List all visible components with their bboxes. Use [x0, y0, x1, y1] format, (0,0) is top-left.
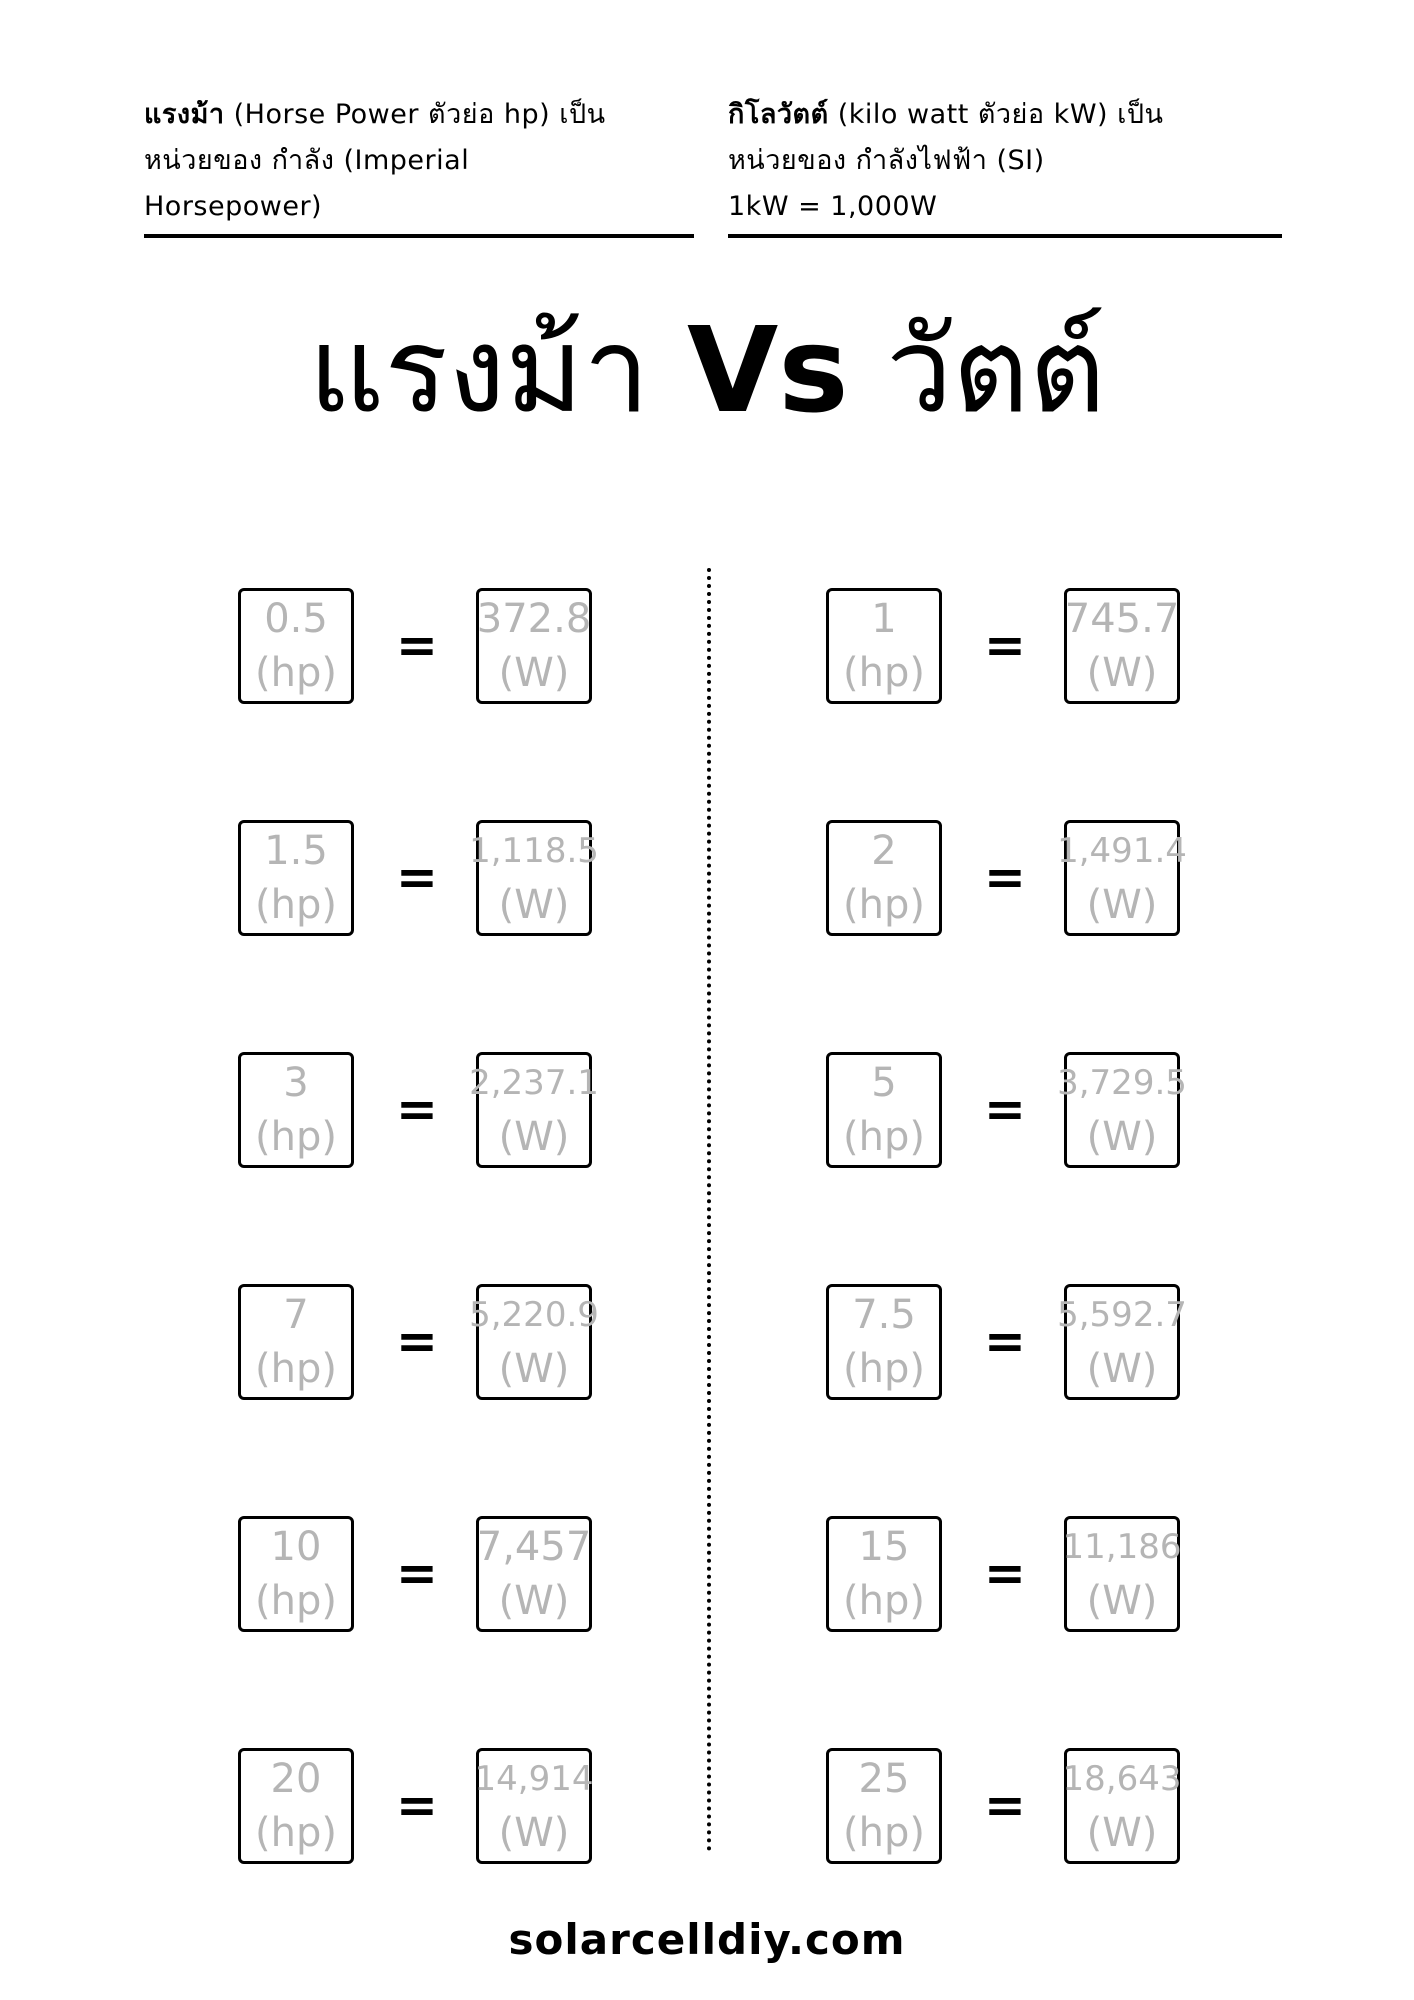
- hp-unit: (hp): [255, 1346, 337, 1392]
- hp-value-box: 5 (hp): [826, 1052, 942, 1168]
- watt-value-box: 14,914 (W): [474, 1748, 594, 1864]
- hp-value: 1.5: [264, 828, 328, 874]
- hp-value-box: 1 (hp): [826, 588, 942, 704]
- watt-unit: (W): [1086, 650, 1158, 696]
- hp-value: 0.5: [264, 596, 328, 642]
- equals-sign: =: [396, 1544, 438, 1602]
- hp-value-box: 3 (hp): [238, 1052, 354, 1168]
- hp-value-box: 7.5 (hp): [826, 1284, 942, 1400]
- watt-value: 18,643: [1062, 1759, 1182, 1799]
- watt-unit: (W): [498, 650, 570, 696]
- equals-sign: =: [984, 848, 1026, 906]
- hp-value-box: 1.5 (hp): [238, 820, 354, 936]
- watt-value: 7,457: [476, 1524, 592, 1570]
- hp-value-box: 15 (hp): [826, 1516, 942, 1632]
- hp-value: 20: [270, 1756, 322, 1802]
- header-right-line2: หน่วยของ กำลังไฟฟ้า (SI): [728, 145, 1045, 176]
- watt-value: 1,118.5: [469, 831, 599, 871]
- hp-value: 25: [858, 1756, 910, 1802]
- equals-sign: =: [984, 1544, 1026, 1602]
- hp-unit: (hp): [255, 1578, 337, 1624]
- equals-sign: =: [396, 1312, 438, 1370]
- watt-value-box: 3,729.5 (W): [1057, 1052, 1187, 1168]
- watt-unit: (W): [498, 1114, 570, 1160]
- equals-sign: =: [984, 616, 1026, 674]
- hp-value: 3: [283, 1060, 309, 1106]
- hp-value-box: 7 (hp): [238, 1284, 354, 1400]
- hp-unit: (hp): [255, 1810, 337, 1856]
- header-left-rule: [144, 234, 694, 238]
- watt-unit: (W): [498, 1578, 570, 1624]
- header-left-line1: แรงม้า (Horse Power ตัวย่อ hp) เป็น: [144, 99, 606, 130]
- equals-sign: =: [984, 1080, 1026, 1138]
- equals-sign: =: [396, 848, 438, 906]
- watt-value: 3,729.5: [1057, 1063, 1187, 1103]
- header-right: กิโลวัตต์ (kilo watt ตัวย่อ kW) เป็น หน่…: [728, 92, 1282, 238]
- hp-unit: (hp): [255, 650, 337, 696]
- hp-unit: (hp): [843, 1578, 925, 1624]
- header-left-line2: หน่วยของ กำลัง (Imperial: [144, 145, 470, 176]
- hp-unit: (hp): [843, 1346, 925, 1392]
- header-right-rule: [728, 234, 1282, 238]
- hp-value: 5: [871, 1060, 897, 1106]
- header-left-line3: Horsepower): [144, 191, 323, 222]
- hp-unit: (hp): [843, 1810, 925, 1856]
- hp-value: 15: [858, 1524, 910, 1570]
- watt-value: 1,491.4: [1057, 831, 1187, 871]
- hp-value: 1: [871, 596, 897, 642]
- hp-unit: (hp): [843, 882, 925, 928]
- equals-sign: =: [984, 1312, 1026, 1370]
- watt-value: 5,220.9: [469, 1295, 599, 1335]
- watt-value: 745.7: [1064, 596, 1180, 642]
- hp-value: 2: [871, 828, 897, 874]
- header-left: แรงม้า (Horse Power ตัวย่อ hp) เป็น หน่ว…: [144, 92, 694, 238]
- header-right-line1: กิโลวัตต์ (kilo watt ตัวย่อ kW) เป็น: [728, 99, 1164, 130]
- hp-unit: (hp): [255, 882, 337, 928]
- hp-unit: (hp): [255, 1114, 337, 1160]
- hp-unit: (hp): [843, 650, 925, 696]
- watt-value-box: 1,491.4 (W): [1057, 820, 1187, 936]
- page-title: แรงม้า Vs วัตต์: [308, 301, 1106, 439]
- hp-value: 7: [283, 1292, 309, 1338]
- hp-value-box: 25 (hp): [826, 1748, 942, 1864]
- watt-value-box: 745.7 (W): [1064, 588, 1180, 704]
- watt-value: 2,237.1: [469, 1063, 599, 1103]
- watt-unit: (W): [1086, 882, 1158, 928]
- hp-value: 10: [270, 1524, 322, 1570]
- watt-value-box: 5,592.7 (W): [1057, 1284, 1187, 1400]
- hp-unit: (hp): [843, 1114, 925, 1160]
- watt-value-box: 372.8 (W): [476, 588, 592, 704]
- equals-sign: =: [396, 1776, 438, 1834]
- watt-value-box: 18,643 (W): [1062, 1748, 1182, 1864]
- hp-value-box: 2 (hp): [826, 820, 942, 936]
- watt-unit: (W): [1086, 1346, 1158, 1392]
- equals-sign: =: [984, 1776, 1026, 1834]
- watt-value-box: 2,237.1 (W): [469, 1052, 599, 1168]
- header-right-line3: 1kW = 1,000W: [728, 191, 938, 222]
- watt-unit: (W): [498, 1810, 570, 1856]
- hp-value-box: 10 (hp): [238, 1516, 354, 1632]
- footer-website: solarcelldiy.com: [508, 1915, 906, 1964]
- watt-value: 11,186: [1062, 1527, 1182, 1567]
- watt-unit: (W): [1086, 1578, 1158, 1624]
- watt-value-box: 11,186 (W): [1062, 1516, 1182, 1632]
- watt-value-box: 1,118.5 (W): [469, 820, 599, 936]
- watt-unit: (W): [498, 882, 570, 928]
- watt-value: 5,592.7: [1057, 1295, 1187, 1335]
- watt-value: 372.8: [476, 596, 592, 642]
- watt-unit: (W): [1086, 1114, 1158, 1160]
- watt-value-box: 7,457 (W): [476, 1516, 592, 1632]
- equals-sign: =: [396, 616, 438, 674]
- hp-value-box: 20 (hp): [238, 1748, 354, 1864]
- hp-value-box: 0.5 (hp): [238, 588, 354, 704]
- column-divider: [707, 568, 711, 1852]
- watt-unit: (W): [1086, 1810, 1158, 1856]
- watt-unit: (W): [498, 1346, 570, 1392]
- equals-sign: =: [396, 1080, 438, 1138]
- watt-value-box: 5,220.9 (W): [469, 1284, 599, 1400]
- watt-value: 14,914: [474, 1759, 594, 1799]
- hp-value: 7.5: [852, 1292, 916, 1338]
